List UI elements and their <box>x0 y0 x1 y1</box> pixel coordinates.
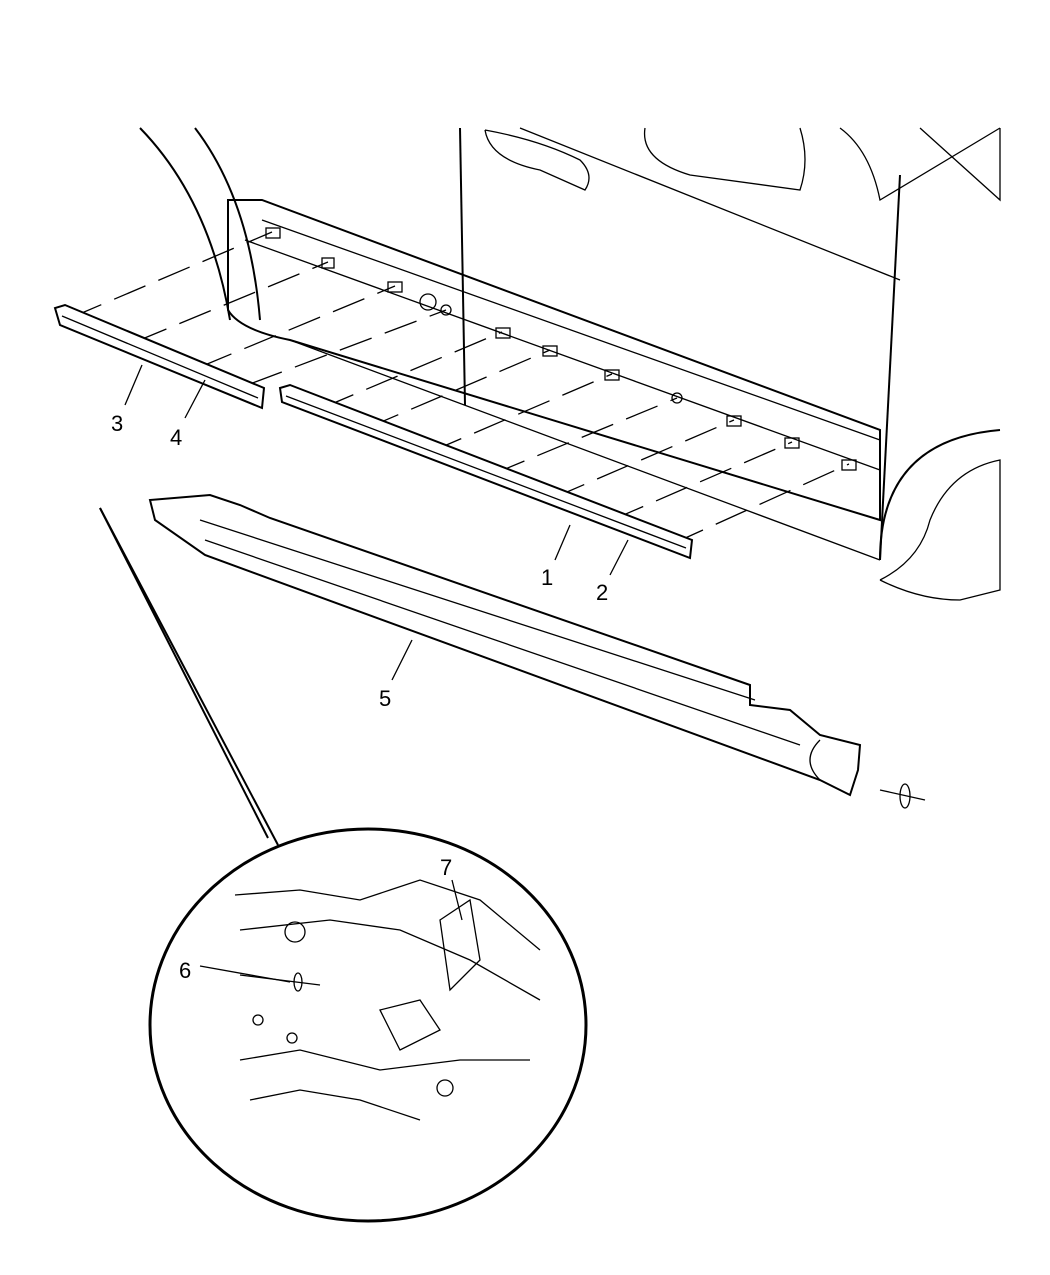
rocker-sill <box>148 493 862 797</box>
detail-view <box>99 507 588 1223</box>
callout-6: 6 <box>179 958 191 983</box>
callout-1: 1 <box>541 565 553 590</box>
callout-2: 2 <box>596 580 608 605</box>
body-clips <box>265 227 857 471</box>
vehicle-body <box>139 127 1001 601</box>
leader-lines <box>124 364 629 983</box>
alignment-lines <box>69 231 850 545</box>
front-door-moulding <box>53 303 266 410</box>
push-pin-fastener <box>879 783 926 809</box>
callout-7: 7 <box>440 855 452 880</box>
callout-4: 4 <box>170 425 182 450</box>
callout-5: 5 <box>379 686 391 711</box>
callout-3: 3 <box>111 411 123 436</box>
rear-door-moulding <box>278 383 694 560</box>
